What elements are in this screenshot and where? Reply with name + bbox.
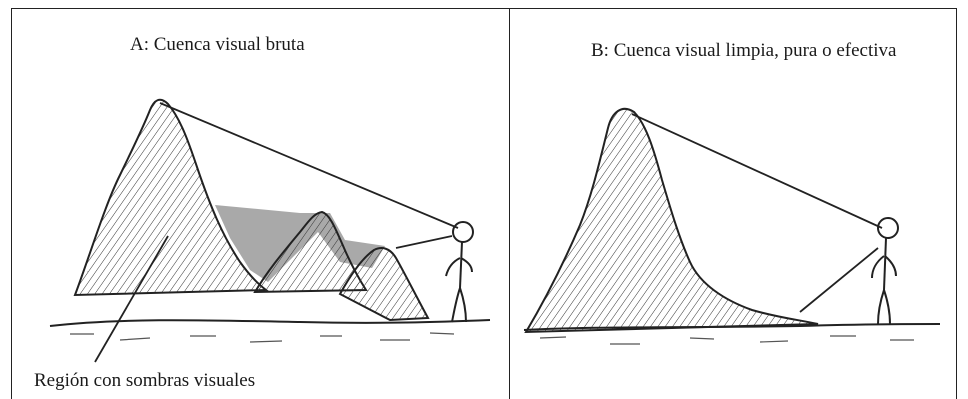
peak-a-third — [338, 247, 430, 322]
ground-b — [523, 323, 941, 331]
sight-line-b — [631, 113, 883, 229]
peak-b-main — [524, 107, 819, 334]
sight-line-b2 — [799, 247, 879, 313]
peak-a-second — [253, 210, 368, 294]
observer-a-figure — [445, 221, 474, 323]
shadow-leader-line — [94, 235, 169, 363]
panel-a-sketch — [49, 98, 491, 363]
panel-b-title: B: Cuenca visual limpia, pura o efectiva — [591, 40, 897, 61]
observer-b-figure — [871, 217, 899, 325]
panel-divider — [509, 8, 510, 399]
sight-line-a2 — [395, 235, 453, 249]
panel-a-title: A: Cuenca visual bruta — [130, 34, 305, 55]
sight-line-a — [159, 102, 459, 229]
peak-a-main — [73, 98, 269, 297]
shadow-region-label: Región con sombras visuales — [34, 370, 256, 391]
ground-a-texture — [70, 332, 455, 343]
ground-a — [49, 319, 491, 327]
panel-b-sketch — [523, 107, 941, 345]
figure-frame — [11, 8, 957, 399]
ground-b-texture — [539, 335, 914, 345]
